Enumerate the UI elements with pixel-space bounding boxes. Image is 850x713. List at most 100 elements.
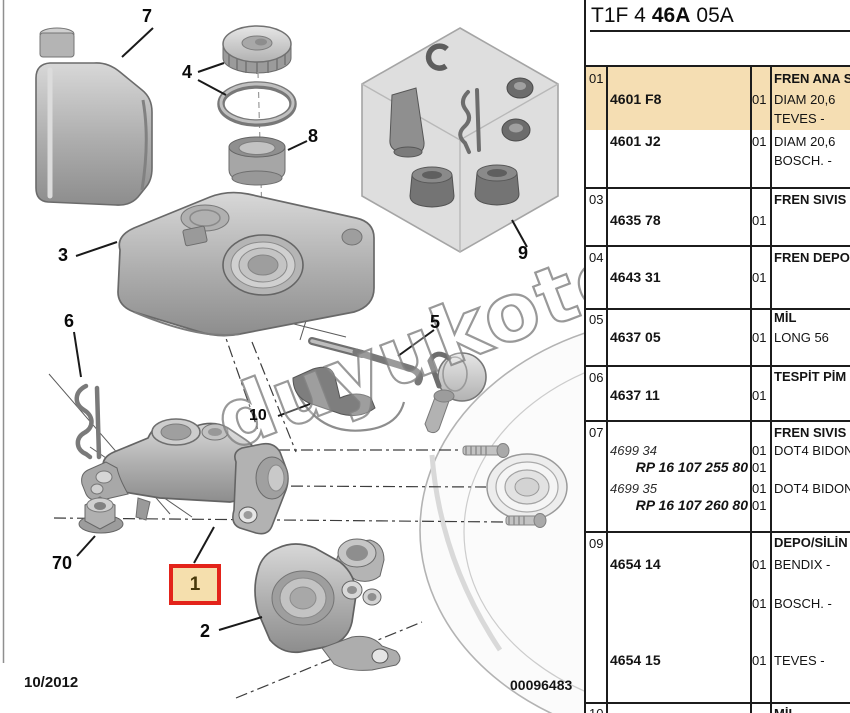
retaining-clip-illustration <box>74 383 102 460</box>
qty-cell: 01 <box>752 498 767 513</box>
callout-8: 8 <box>308 126 319 146</box>
desc-line: LONG 56 <box>774 330 829 345</box>
reservoir-cap-illustration <box>222 25 292 253</box>
desc-header: MİL <box>774 310 797 325</box>
desc-line: BOSCH. - <box>774 153 832 168</box>
title-prefix: T1F 4 <box>591 4 646 27</box>
pushrod-pin-illustration <box>308 337 423 386</box>
ref-cell: 05 <box>589 312 604 327</box>
desc-line: TEVES - <box>774 111 825 126</box>
part-number-alt: 4699 34 <box>610 443 657 458</box>
qty-cell: 01 <box>752 596 767 611</box>
document-number: 00096483 <box>510 677 573 693</box>
callout-6: 6 <box>64 311 75 331</box>
part-number: 4635 78 <box>610 212 661 228</box>
qty-cell: 01 <box>752 443 767 458</box>
callout-7: 7 <box>142 6 153 26</box>
desc-header: FREN DEPO <box>774 250 850 265</box>
desc-header: FREN SIVIS <box>774 192 847 207</box>
ref-cell: 01 <box>589 71 604 86</box>
callout-2: 2 <box>200 621 211 641</box>
ref-cell: 06 <box>589 370 604 385</box>
title-rule <box>590 30 850 32</box>
part-number: 4637 05 <box>610 329 661 345</box>
col-line-qty-left <box>750 65 752 713</box>
rubber-seal-illustration <box>228 136 286 186</box>
desc-header: FREN ANA S <box>774 71 850 86</box>
title-suffix: 05A <box>696 4 734 27</box>
callout-4: 4 <box>182 62 193 82</box>
row-line <box>584 187 850 189</box>
callout-70: 70 <box>52 553 73 573</box>
row-line <box>584 245 850 247</box>
center-lines <box>53 323 506 699</box>
desc-line: BOSCH. - <box>774 596 832 611</box>
desc-line: DIAM 20,6 <box>774 92 836 107</box>
desc-header: MİL <box>774 705 796 713</box>
bracket-illustration <box>292 366 406 432</box>
part-number-rp: RP 16 107 255 80 <box>635 459 748 475</box>
title-code: 46A <box>651 4 691 27</box>
ref-cell: 07 <box>589 425 604 440</box>
stud-bolt-lower <box>505 513 547 528</box>
ref-cell: 10 <box>589 705 603 713</box>
qty-cell: 01 <box>752 653 767 668</box>
brake-booster-illustration <box>419 332 584 713</box>
o-ring-illustration <box>217 81 297 127</box>
part-number: 4601 F8 <box>610 91 662 107</box>
part-number: 4601 J2 <box>610 133 661 149</box>
mounting-nut-illustration <box>78 496 124 534</box>
leader-lines <box>73 27 528 631</box>
desc-line: DOT4 BIDON <box>774 443 850 458</box>
qty-cell: 01 <box>752 460 767 475</box>
callout-10: 10 <box>249 407 267 424</box>
ref-cell: 03 <box>589 192 604 207</box>
qty-cell: 01 <box>752 557 767 572</box>
stud-bolt-upper <box>462 443 510 458</box>
diagram-drawing <box>2 0 584 713</box>
date-note: 10/2012 <box>24 674 79 691</box>
master-cylinder-illustration <box>81 418 289 535</box>
part-number-alt: 4699 35 <box>610 481 657 496</box>
row-line <box>584 308 850 310</box>
reservoir-tank-illustration <box>117 191 375 337</box>
clevis-knob-illustration <box>424 351 487 434</box>
desc-line: BENDIX - <box>774 557 831 572</box>
desc-header: DEPO/SİLİN <box>774 535 848 550</box>
exploded-parts-diagram: duyukoto.com 7 4 8 3 9 6 5 10 70 2 1 10/… <box>2 0 584 713</box>
fluid-bottle-illustration <box>35 27 153 206</box>
row-line <box>584 702 850 704</box>
part-number: 4643 31 <box>610 269 661 285</box>
row-line <box>584 365 850 367</box>
header-band-rule <box>584 65 850 67</box>
qty-cell: 01 <box>752 92 767 107</box>
qty-cell: 01 <box>752 134 767 149</box>
desc-header: TESPİT PİM <box>774 369 847 384</box>
table-left-border <box>584 0 586 713</box>
row-highlight <box>586 67 850 130</box>
callout-1-number: 1 <box>189 573 201 595</box>
qty-cell: 01 <box>752 213 767 228</box>
col-line-qty-right <box>770 65 772 713</box>
ref-cell: 09 <box>589 536 604 551</box>
qty-cell: 01 <box>752 270 767 285</box>
secondary-cylinder-illustration <box>254 538 401 671</box>
desc-line: TEVES - <box>774 653 825 668</box>
qty-cell: 01 <box>752 388 767 403</box>
part-number-rp: RP 16 107 260 80 <box>635 497 748 513</box>
desc-line: DIAM 20,6 <box>774 134 836 149</box>
row-line <box>584 531 850 533</box>
row-line <box>584 420 850 422</box>
part-number: 4637 11 <box>610 387 660 403</box>
qty-cell: 01 <box>752 481 767 496</box>
col-line-ref <box>606 65 608 713</box>
ref-cell: 04 <box>589 250 604 265</box>
repair-kit-illustration <box>361 27 559 253</box>
qty-cell: 01 <box>752 330 767 345</box>
part-number: 4654 15 <box>610 652 661 668</box>
callout-5: 5 <box>430 312 441 332</box>
desc-header: FREN SIVIS <box>774 425 847 440</box>
